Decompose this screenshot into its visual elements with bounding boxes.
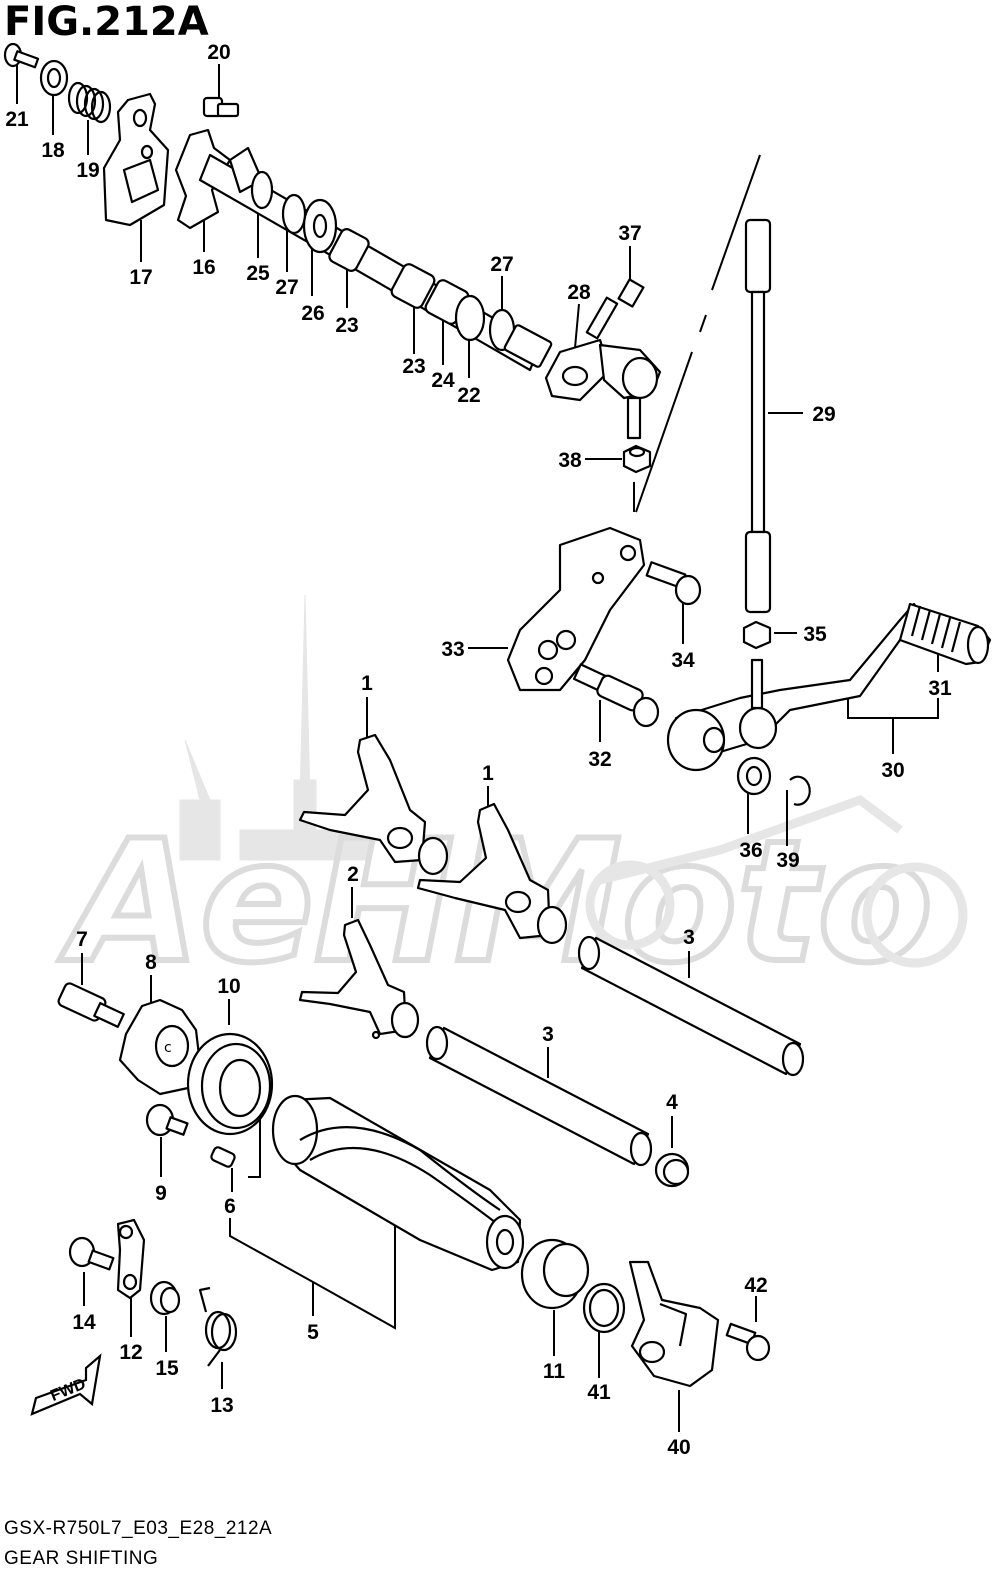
callout-3a: 3 xyxy=(683,926,695,949)
part-35-nut xyxy=(742,620,772,650)
callout-41: 41 xyxy=(587,1381,611,1404)
callout-40: 40 xyxy=(667,1436,690,1459)
callout-16: 16 xyxy=(192,256,215,279)
forward-arrow: FWD xyxy=(30,1353,102,1416)
callout-15: 15 xyxy=(155,1357,179,1380)
part-9-bolt xyxy=(145,1103,189,1137)
callout-37: 37 xyxy=(618,222,641,245)
callout-21: 21 xyxy=(5,108,29,131)
callout-34: 34 xyxy=(671,649,695,672)
part-3-fork-shaft-short xyxy=(425,1025,653,1167)
callout-19: 19 xyxy=(76,159,99,182)
part-19-spring xyxy=(67,81,112,124)
callout-30: 30 xyxy=(881,759,904,782)
part-3-fork-shaft-long xyxy=(577,935,805,1077)
part-42-bolt xyxy=(725,1322,771,1362)
forward-label: FWD xyxy=(48,1376,88,1405)
callout-7: 7 xyxy=(76,928,88,951)
callout-28: 28 xyxy=(567,281,591,304)
callout-23a: 23 xyxy=(335,314,358,337)
callout-3b: 3 xyxy=(542,1023,554,1046)
callouts: 21 18 19 20 17 16 25 27 26 23 23 24 22 2… xyxy=(5,41,952,1459)
part-8-cam-plate: c xyxy=(118,998,202,1096)
callout-32: 32 xyxy=(588,748,611,771)
callout-22: 22 xyxy=(457,384,480,407)
callout-8: 8 xyxy=(145,951,157,974)
part-36-washer xyxy=(736,756,772,796)
callout-1a: 1 xyxy=(361,672,373,695)
callout-2: 2 xyxy=(347,863,359,886)
callout-1b: 1 xyxy=(482,762,494,785)
part-20-bolt xyxy=(202,96,240,118)
callout-23b: 23 xyxy=(402,355,425,378)
callout-26: 26 xyxy=(301,302,324,325)
part-17-plate xyxy=(102,92,170,227)
callout-27a: 27 xyxy=(275,276,298,299)
callout-35: 35 xyxy=(803,623,827,646)
part-5-gearshift-cam xyxy=(271,1094,525,1272)
callout-14: 14 xyxy=(72,1311,96,1334)
callout-9: 9 xyxy=(155,1182,167,1205)
part-10-bearing xyxy=(186,1032,274,1136)
shift-shaft xyxy=(198,146,553,372)
callout-33: 33 xyxy=(441,638,464,661)
callout-39: 39 xyxy=(776,849,799,872)
callout-36: 36 xyxy=(739,839,762,862)
part-4-plug xyxy=(654,1152,690,1188)
part-2-shift-fork xyxy=(298,918,420,1040)
part-15-spacer xyxy=(149,1280,181,1316)
diagram-name: GEAR SHIFTING xyxy=(4,1548,159,1569)
callout-29: 29 xyxy=(812,403,835,426)
part-32-bolt xyxy=(572,663,660,728)
callout-10: 10 xyxy=(217,975,240,998)
callout-25: 25 xyxy=(246,262,270,285)
part-39-circlip xyxy=(789,775,811,806)
callout-5: 5 xyxy=(307,1321,319,1344)
part-1-shift-fork-a xyxy=(298,733,449,876)
callout-38: 38 xyxy=(558,449,582,472)
part-7-pin xyxy=(57,982,125,1028)
callout-13: 13 xyxy=(210,1394,233,1417)
callout-11: 11 xyxy=(543,1360,566,1383)
callout-4: 4 xyxy=(666,1091,678,1114)
phantom-lines xyxy=(633,154,761,513)
diagram-code: GSX-R750L7_E03_E28_212A xyxy=(4,1518,273,1539)
part-12-plate xyxy=(116,1218,146,1300)
part-14-bolt xyxy=(68,1236,115,1271)
callout-31: 31 xyxy=(928,677,952,700)
figure-title: FIG.212A xyxy=(4,0,209,45)
part-28-lever xyxy=(544,338,662,440)
part-33-bracket xyxy=(506,526,646,692)
part-37-bolt xyxy=(585,278,645,340)
callout-18: 18 xyxy=(41,139,65,162)
callout-12: 12 xyxy=(119,1341,142,1364)
parts: c xyxy=(3,42,992,1388)
part-38-nut xyxy=(622,444,652,474)
part-18-washer xyxy=(39,59,69,97)
part-40-stopper-arm xyxy=(628,1260,720,1388)
part-13-spring xyxy=(198,1286,238,1367)
callout-6: 6 xyxy=(224,1195,236,1218)
callout-27b: 27 xyxy=(490,253,513,276)
part-31-rubber xyxy=(898,602,992,666)
part-41-o-ring xyxy=(582,1282,626,1334)
callout-24: 24 xyxy=(431,369,455,392)
callout-42: 42 xyxy=(744,1274,767,1297)
part-6-pin xyxy=(210,1146,236,1168)
callout-17: 17 xyxy=(129,266,152,289)
svg-text:c: c xyxy=(164,1040,172,1056)
part-1-shift-fork-b xyxy=(416,802,568,945)
part-21-screw xyxy=(3,42,40,69)
part-29-rod xyxy=(744,218,772,614)
callout-20: 20 xyxy=(207,41,230,64)
part-11-needle-bearing xyxy=(520,1238,590,1310)
part-34-bolt xyxy=(645,561,702,606)
part-30-shift-lever xyxy=(666,602,922,772)
